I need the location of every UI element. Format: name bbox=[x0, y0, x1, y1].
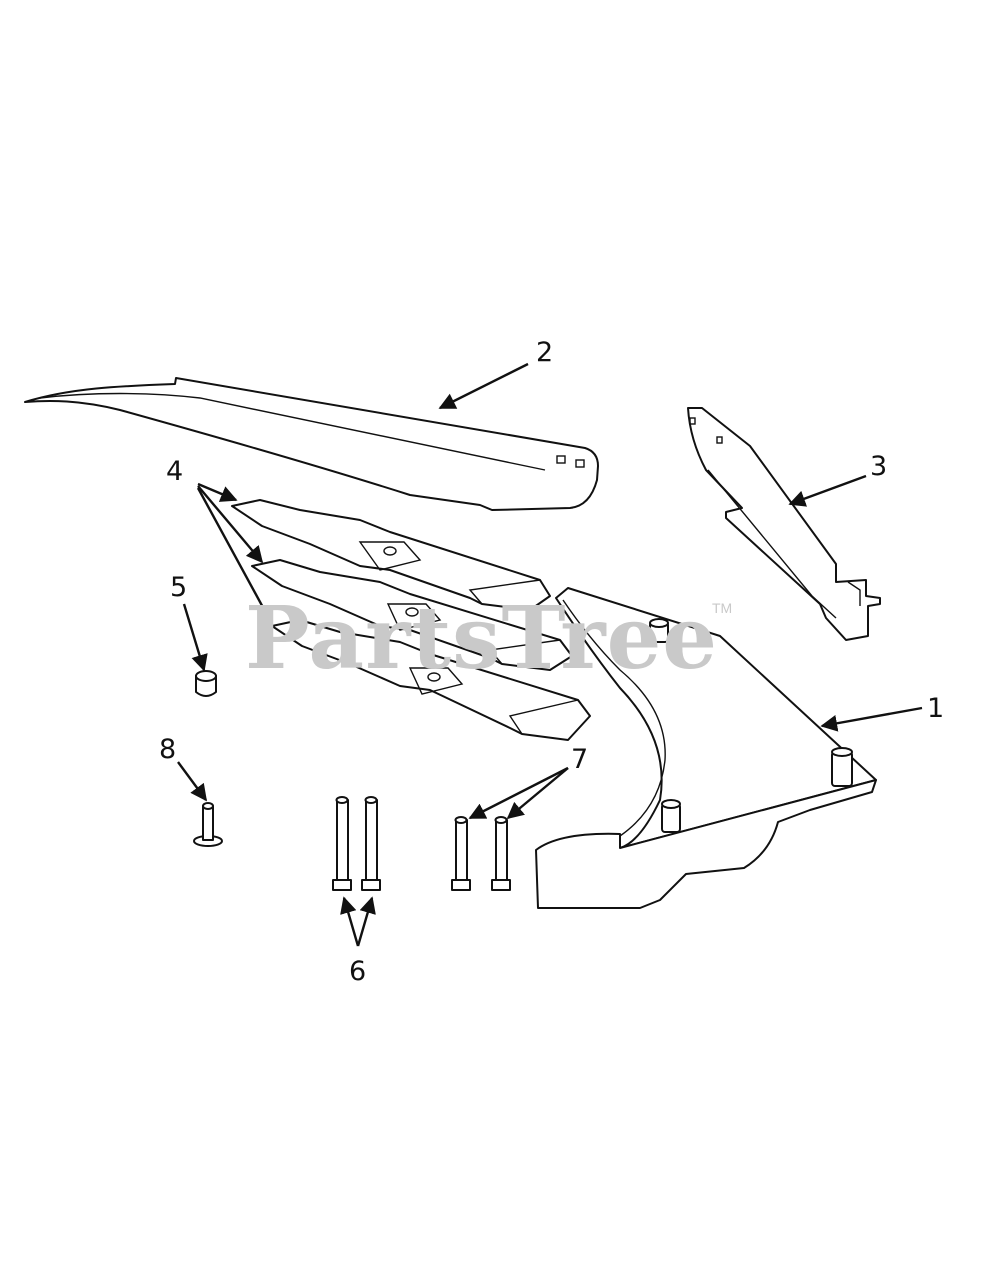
part-1-deck-plate bbox=[535, 587, 877, 909]
arrow-7a bbox=[468, 766, 569, 820]
watermark-trademark: TM bbox=[712, 600, 733, 616]
arrow-4a bbox=[197, 482, 238, 502]
arrow-2 bbox=[438, 362, 529, 410]
callout-4: 4 bbox=[166, 456, 184, 487]
callout-1: 1 bbox=[927, 693, 945, 724]
arrow-6b bbox=[356, 896, 376, 947]
arrow-1 bbox=[820, 706, 923, 732]
part-7-bolts bbox=[451, 816, 511, 891]
arrow-7b bbox=[506, 767, 569, 820]
arrow-4b bbox=[197, 485, 264, 564]
part-5-spacer bbox=[195, 670, 217, 697]
watermark-text: PartsTree bbox=[245, 588, 719, 689]
callout-2: 2 bbox=[536, 337, 554, 368]
callout-6: 6 bbox=[349, 956, 367, 987]
callout-7: 7 bbox=[571, 744, 589, 775]
callout-3: 3 bbox=[870, 451, 888, 482]
part-8-bolt bbox=[193, 802, 223, 847]
arrow-8 bbox=[177, 761, 207, 802]
leader-arrows bbox=[177, 362, 923, 947]
part-6-bolts bbox=[332, 796, 381, 891]
part-4-blades bbox=[231, 499, 591, 741]
arrow-4c bbox=[196, 487, 274, 626]
callout-5: 5 bbox=[170, 572, 188, 603]
arrow-6a bbox=[340, 896, 360, 947]
arrow-5 bbox=[182, 603, 208, 672]
part-3-bracket bbox=[687, 407, 881, 641]
part-2-baffle bbox=[24, 377, 599, 511]
callout-8: 8 bbox=[159, 734, 177, 765]
arrow-3 bbox=[788, 474, 867, 507]
